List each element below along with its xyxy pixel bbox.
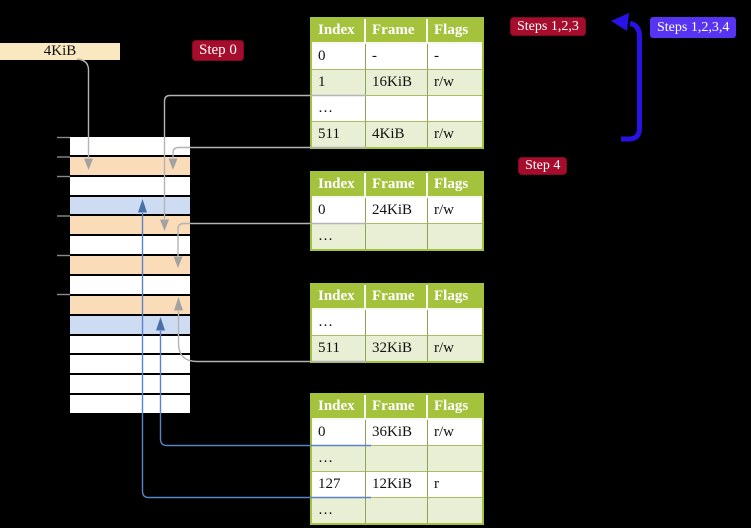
cell-flags (428, 224, 482, 249)
cell-index: … (312, 224, 366, 249)
col-header-index: Index (312, 285, 366, 310)
cell-flags: r/w (428, 420, 482, 446)
cell-index: 511 (312, 336, 366, 361)
memory-cell (70, 276, 190, 296)
cell-flags: r (428, 472, 482, 498)
table-row: 0 36KiB r/w (312, 420, 482, 446)
cell-flags (428, 96, 482, 122)
page-size-label-text: 4KiB (43, 43, 77, 59)
memory-cell (70, 315, 190, 336)
cell-flags: r/w (428, 336, 482, 361)
cell-frame: 16KiB (366, 70, 428, 96)
cell-frame (366, 224, 428, 249)
cell-flags: r/w (428, 122, 482, 147)
table-row: … (312, 498, 482, 523)
table-row-highlighted: 511 4KiB r/w (312, 122, 482, 147)
memory-cell (70, 156, 190, 177)
table-row: … (312, 446, 482, 472)
page-size-label: 4KiB (0, 43, 120, 60)
table-header-row: Index Frame Flags (312, 395, 482, 420)
memory-cell (70, 395, 190, 414)
cell-flags (428, 498, 482, 523)
cell-index: … (312, 310, 366, 336)
steps-loop-arrow (621, 21, 642, 142)
memory-cell (70, 196, 190, 217)
badge-steps-123-text: Steps 1,2,3 (517, 18, 579, 34)
cell-index: … (312, 96, 366, 122)
badge-step-0: Step 0 (192, 40, 244, 61)
table-row: 1 16KiB r/w (312, 70, 482, 96)
physical-memory-column (70, 137, 190, 414)
cell-frame (366, 310, 428, 336)
cell-frame (366, 446, 428, 472)
cell-frame: 36KiB (366, 420, 428, 446)
cell-flags: r/w (428, 70, 482, 96)
badge-step-0-text: Step 0 (199, 42, 237, 58)
col-header-index: Index (312, 173, 366, 198)
table-row: … (312, 310, 482, 336)
col-header-index: Index (312, 395, 366, 420)
table-row: 0 24KiB r/w (312, 198, 482, 224)
cell-index: 0 (312, 198, 366, 224)
memory-cell (70, 355, 190, 376)
cell-index: 0 (312, 44, 366, 70)
cell-frame (366, 498, 428, 523)
table-row: … (312, 224, 482, 249)
cell-index: 511 (312, 122, 366, 147)
badge-step-4: Step 4 (518, 157, 568, 175)
col-header-flags: Flags (428, 19, 482, 44)
memory-cell (70, 137, 190, 157)
cell-index: 0 (312, 420, 366, 446)
cell-frame: 4KiB (366, 122, 428, 147)
table-row: … (312, 96, 482, 122)
badge-steps-1234: Steps 1,2,3,4 (650, 17, 737, 38)
memory-cell (70, 256, 190, 277)
table-header-row: Index Frame Flags (312, 285, 482, 310)
col-header-frame: Frame (366, 285, 428, 310)
memory-cell (70, 295, 190, 316)
address-ticks (57, 136, 70, 296)
cell-frame (366, 96, 428, 122)
cell-flags (428, 446, 482, 472)
cell-flags (428, 310, 482, 336)
table-row: 511 32KiB r/w (312, 336, 482, 361)
memory-cell (70, 375, 190, 396)
col-header-frame: Frame (366, 173, 428, 198)
page-table-level-top: Index Frame Flags 0 - - 1 16KiB r/w … 51… (310, 17, 484, 149)
badge-steps-1234-text: Steps 1,2,3,4 (657, 19, 730, 35)
cell-index: … (312, 498, 366, 523)
cell-index: 127 (312, 472, 366, 498)
cell-index: 1 (312, 70, 366, 96)
cell-index: … (312, 446, 366, 472)
cell-flags: r/w (428, 198, 482, 224)
page-table-level-1: Index Frame Flags 0 36KiB r/w … 127 12Ki… (310, 393, 484, 525)
page-table-level-2: Index Frame Flags 0 24KiB r/w … (310, 171, 484, 251)
memory-cell (70, 216, 190, 237)
page-table-level-3: Index Frame Flags … 511 32KiB r/w (310, 283, 484, 363)
col-header-flags: Flags (428, 395, 482, 420)
table-header-row: Index Frame Flags (312, 173, 482, 198)
col-header-index: Index (312, 19, 366, 44)
col-header-frame: Frame (366, 19, 428, 44)
cell-flags: - (428, 44, 482, 70)
memory-cell (70, 335, 190, 356)
cell-frame: 24KiB (366, 198, 428, 224)
col-header-flags: Flags (428, 173, 482, 198)
cell-frame: 32KiB (366, 336, 428, 361)
col-header-flags: Flags (428, 285, 482, 310)
table-row: 0 - - (312, 44, 482, 70)
connector-t1-row511-to-frame4 (172, 146, 366, 158)
cell-frame: 12KiB (366, 472, 428, 498)
table-row: 127 12KiB r (312, 472, 482, 498)
memory-cell (70, 236, 190, 257)
table-header-row: Index Frame Flags (312, 19, 482, 44)
badge-steps-123: Steps 1,2,3 (510, 17, 586, 36)
col-header-frame: Frame (366, 395, 428, 420)
memory-cell (70, 176, 190, 197)
arrow-left-icon (611, 13, 629, 31)
cell-frame: - (366, 44, 428, 70)
badge-step-4-text: Step 4 (525, 158, 561, 173)
